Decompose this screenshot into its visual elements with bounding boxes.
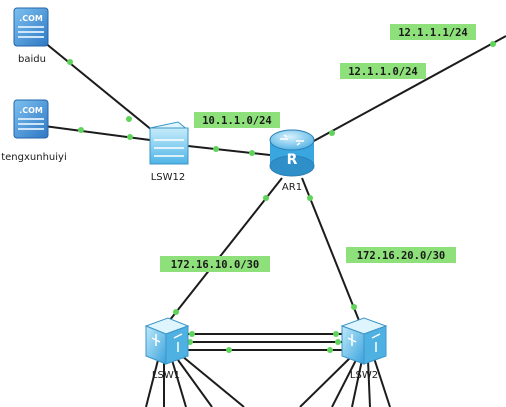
- server-baidu[interactable]: .COM baidu: [13, 7, 49, 65]
- port-dots-layer: [67, 41, 496, 353]
- switch-lsw2[interactable]: LSW2: [340, 317, 388, 381]
- link-lsw2-down-5[interactable]: [373, 357, 391, 407]
- net-label-text: 172.16.20.0/30: [357, 250, 446, 262]
- net-label-text: 10.1.1.0/24: [202, 115, 272, 127]
- port-dot[interactable]: [213, 146, 219, 152]
- link-tengxun-lsw12[interactable]: [43, 125, 151, 141]
- router-icon: R: [269, 129, 315, 177]
- net-label-12-1-1-0[interactable]: 12.1.1.0/24: [340, 63, 426, 79]
- link-ar1-lsw2[interactable]: [301, 177, 363, 329]
- server-badge: .COM: [19, 106, 43, 115]
- port-dot[interactable]: [335, 339, 341, 345]
- device-label: baidu: [18, 54, 46, 65]
- link-lsw1-down-5[interactable]: [181, 355, 245, 407]
- link-ar1-lsw1[interactable]: [161, 177, 283, 331]
- server-tengxunhuiyi[interactable]: .COM tengxunhuiyi: [1, 99, 67, 163]
- net-label-text: 172.16.10.0/30: [171, 259, 260, 271]
- server-badge: .COM: [19, 14, 43, 23]
- port-dot[interactable]: [249, 150, 255, 156]
- link-lsw2-down-2[interactable]: [331, 359, 357, 407]
- device-label: LSW1: [152, 370, 180, 381]
- net-label-172-16-10-0[interactable]: 172.16.10.0/30: [160, 256, 270, 272]
- server-icon: .COM: [13, 7, 49, 47]
- port-dot[interactable]: [173, 309, 179, 315]
- core-switch-icon: [340, 317, 388, 365]
- net-label-text: 12.1.1.1/24: [398, 27, 468, 39]
- link-baidu-lsw12[interactable]: [43, 41, 159, 136]
- link-lsw1-down-3[interactable]: [171, 359, 187, 407]
- link-lsw2-down-1[interactable]: [299, 355, 353, 407]
- router-ar1[interactable]: R AR1: [269, 129, 315, 193]
- link-lsw2-down-4[interactable]: [367, 359, 371, 407]
- router-glyph: R: [287, 152, 298, 168]
- server-icon: .COM: [13, 99, 49, 139]
- network-labels-layer: 12.1.1.1/24 12.1.1.0/24 10.1.1.0/24 172.…: [160, 24, 476, 272]
- port-dot[interactable]: [351, 304, 357, 310]
- links-layer: [43, 35, 506, 407]
- port-dot[interactable]: [226, 347, 232, 353]
- port-dot[interactable]: [78, 127, 84, 133]
- switch-lsw12[interactable]: LSW12: [148, 121, 190, 183]
- device-label: tengxunhuiyi: [1, 152, 67, 163]
- link-lsw1-down-4[interactable]: [177, 359, 213, 407]
- core-switch-icon: [144, 317, 190, 365]
- port-dot[interactable]: [327, 347, 333, 353]
- port-dot[interactable]: [263, 195, 269, 201]
- port-dot[interactable]: [189, 331, 195, 337]
- net-label-172-16-20-0[interactable]: 172.16.20.0/30: [346, 247, 456, 263]
- net-label-10-1-1-0[interactable]: 10.1.1.0/24: [194, 112, 280, 128]
- port-dot[interactable]: [127, 134, 133, 140]
- net-label-12-1-1-1[interactable]: 12.1.1.1/24: [390, 24, 476, 40]
- link-lsw12-ar1[interactable]: [187, 145, 271, 156]
- device-label: AR1: [282, 182, 302, 193]
- link-lsw2-down-3[interactable]: [351, 359, 363, 407]
- net-label-text: 12.1.1.0/24: [348, 66, 418, 78]
- port-dot[interactable]: [307, 195, 313, 201]
- device-label: LSW12: [151, 172, 186, 183]
- switch-icon: [148, 121, 190, 165]
- port-dot[interactable]: [333, 331, 339, 337]
- port-dot[interactable]: [126, 116, 132, 122]
- link-ar1-internet[interactable]: [311, 35, 506, 143]
- port-dot[interactable]: [67, 59, 73, 65]
- port-dot[interactable]: [490, 41, 496, 47]
- port-dot[interactable]: [329, 130, 335, 136]
- device-label: LSW2: [350, 370, 378, 381]
- switch-lsw1[interactable]: LSW1: [144, 317, 190, 381]
- link-lsw1-down-1[interactable]: [145, 359, 159, 407]
